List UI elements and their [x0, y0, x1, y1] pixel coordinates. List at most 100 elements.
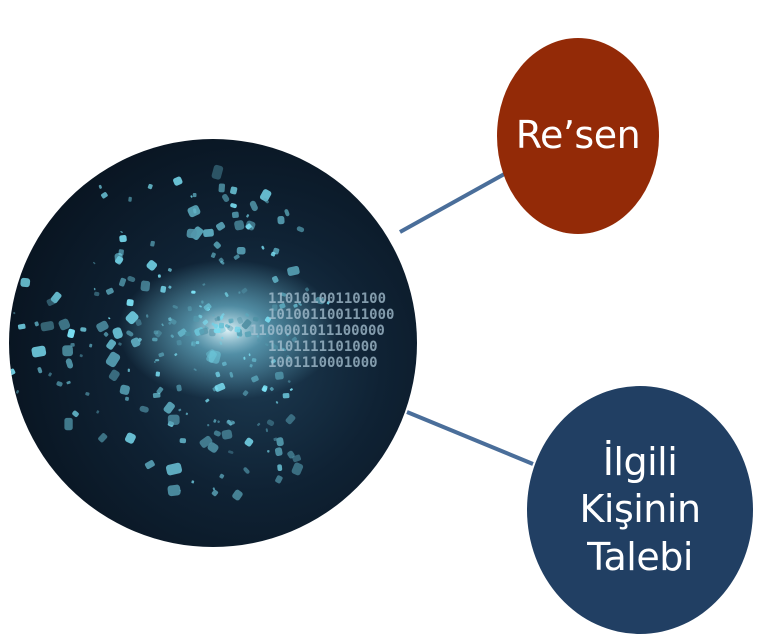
particle [272, 276, 279, 283]
particle [70, 342, 75, 347]
particle [287, 265, 300, 276]
particle [229, 371, 234, 378]
particle [237, 332, 243, 337]
particle [273, 437, 278, 442]
particle [167, 414, 180, 425]
particle [243, 356, 246, 360]
particle [94, 291, 100, 297]
particle [265, 428, 268, 433]
particle [208, 350, 221, 364]
particle [292, 454, 302, 463]
particle [234, 326, 241, 333]
particle [228, 450, 234, 454]
particle [48, 372, 52, 377]
particle [37, 367, 43, 374]
particle [173, 176, 183, 186]
particle [282, 392, 290, 399]
particle [298, 302, 302, 306]
particle [165, 462, 183, 476]
particle [13, 311, 16, 315]
particle [125, 432, 136, 444]
particle [256, 335, 259, 338]
particle [276, 437, 284, 447]
particle [178, 408, 182, 412]
particle [85, 392, 90, 396]
particle [64, 417, 73, 431]
particle [128, 196, 132, 202]
particle [259, 189, 272, 202]
particle [275, 401, 279, 404]
particle [154, 361, 156, 364]
particle [160, 285, 167, 293]
particle [249, 200, 258, 212]
particle [58, 318, 71, 331]
particle [257, 338, 260, 342]
particle [120, 230, 123, 233]
particle [153, 330, 159, 335]
particle [114, 252, 123, 264]
particle [291, 336, 298, 342]
particle [221, 336, 224, 340]
particle [277, 464, 283, 472]
particle [269, 386, 274, 392]
particle [241, 287, 248, 294]
node-talebi-label: İlgili Kişinin Talebi [579, 439, 701, 579]
particle [221, 429, 233, 440]
particle [168, 321, 172, 325]
particle [231, 211, 239, 219]
particle [191, 480, 195, 484]
particle [144, 460, 155, 470]
particles-group [9, 164, 330, 501]
particle [190, 341, 196, 347]
particle [227, 325, 234, 332]
particle [213, 323, 219, 329]
particle [272, 304, 278, 311]
particle [213, 430, 221, 437]
particle [108, 317, 111, 320]
particle [237, 316, 244, 324]
particle [287, 450, 295, 459]
particle [50, 291, 62, 304]
particle [286, 333, 290, 337]
particle [137, 337, 142, 342]
particle [211, 322, 216, 327]
particle [202, 283, 206, 286]
particle [146, 260, 158, 271]
particle [17, 323, 26, 330]
particle [224, 292, 229, 297]
particle [187, 306, 192, 312]
particle [193, 315, 200, 322]
particle [218, 183, 226, 193]
particle [199, 435, 213, 448]
particle [270, 251, 276, 257]
particle [261, 245, 265, 250]
particle [119, 277, 127, 287]
particle [172, 305, 178, 309]
particle [275, 475, 283, 484]
particle [217, 316, 221, 321]
particle [242, 390, 249, 397]
particle [215, 221, 226, 231]
connector-talebi [406, 410, 534, 466]
particle [277, 216, 285, 225]
particle [186, 228, 197, 239]
particle [215, 371, 221, 378]
particle [119, 384, 130, 395]
particle [326, 301, 330, 305]
particle [65, 358, 74, 369]
particle [207, 442, 219, 453]
particle [199, 327, 209, 336]
particle [304, 287, 310, 292]
particle [213, 241, 221, 249]
hub-circle: 1101010011010010100110011100011000010111… [9, 139, 417, 547]
particle [213, 419, 217, 423]
particle [279, 303, 286, 309]
particle [119, 234, 127, 243]
particle [155, 359, 160, 362]
particle [185, 412, 189, 416]
particle [154, 330, 162, 338]
particle [219, 341, 223, 345]
particle [105, 351, 121, 368]
